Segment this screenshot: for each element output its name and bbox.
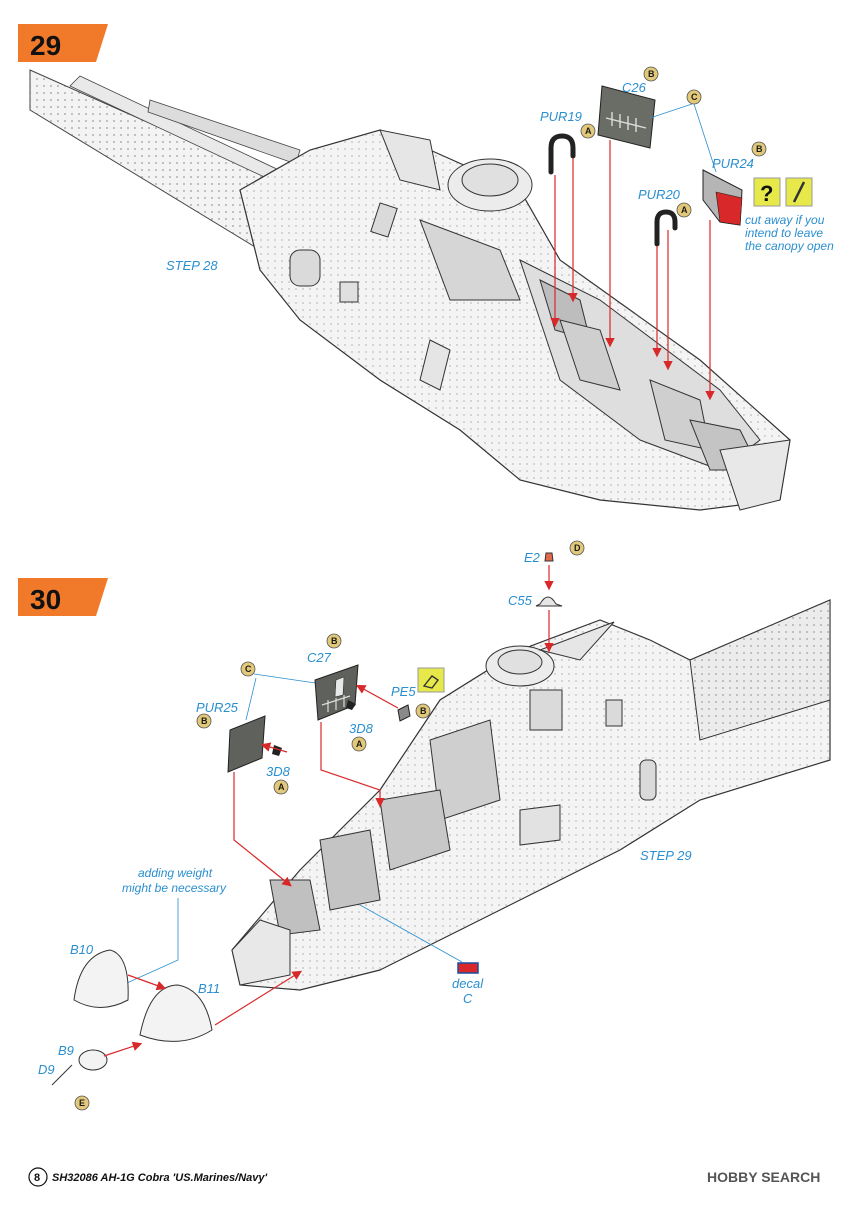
sprue-bubble-a-pur20: A xyxy=(676,202,692,218)
part-c26 xyxy=(597,85,656,149)
part-pur25 xyxy=(227,715,266,773)
decal-label-line-2: C xyxy=(463,991,473,1006)
pur20-label: PUR20 xyxy=(638,187,681,202)
step29-red-arrows xyxy=(550,140,715,401)
part-d9 xyxy=(51,1064,73,1086)
step29-ref-label: STEP 28 xyxy=(166,258,218,273)
step-30-badge: 30 xyxy=(18,578,108,616)
step29-fuselage xyxy=(239,129,791,511)
sprue-bubble-c-step30: C xyxy=(240,661,256,677)
svg-text:A: A xyxy=(278,782,285,792)
sprue-bubble-b-pe5: B xyxy=(415,703,431,719)
sprue-bubble-b-c26: B xyxy=(643,66,659,82)
part-c55 xyxy=(535,596,563,607)
part-e2 xyxy=(544,552,554,562)
b10-arrow xyxy=(127,974,167,991)
c55-label: C55 xyxy=(508,593,533,608)
svg-text:?: ? xyxy=(760,181,773,206)
svg-text:B: B xyxy=(648,69,655,79)
pe5-arrow xyxy=(355,684,399,709)
step-29-badge: 29 xyxy=(18,24,108,62)
watermark: HOBBY SEARCH xyxy=(707,1169,820,1185)
footer-title: SH32086 AH-1G Cobra 'US.Marines/Navy' xyxy=(52,1172,268,1184)
svg-text:B: B xyxy=(331,636,338,646)
footer: 8 SH32086 AH-1G Cobra 'US.Marines/Navy' … xyxy=(28,1167,820,1187)
sprue-bubble-b-pur25: B xyxy=(196,713,212,729)
b9-label: B9 xyxy=(58,1043,74,1058)
part-b9 xyxy=(78,1049,108,1071)
3d8-upper-label: 3D8 xyxy=(349,721,374,736)
pur25-link-line xyxy=(245,677,257,721)
part-3d8-upper xyxy=(346,700,356,710)
svg-text:A: A xyxy=(681,205,688,215)
sprue-bubble-e: E xyxy=(74,1095,90,1111)
cut-away-note-line-3: the canopy open xyxy=(745,239,834,253)
svg-text:B: B xyxy=(201,716,208,726)
b11-arrow xyxy=(214,970,303,1026)
b10-label: B10 xyxy=(70,942,94,957)
pur24-label: PUR24 xyxy=(712,156,754,171)
svg-text:C: C xyxy=(691,92,698,102)
sprue-bubble-b-pur24: B xyxy=(751,141,767,157)
part-pur24 xyxy=(702,169,743,226)
e2-label: E2 xyxy=(524,550,541,565)
sprue-bubble-b-c27: B xyxy=(326,633,342,649)
d9-label: D9 xyxy=(38,1062,55,1077)
step30-red-arrows xyxy=(233,722,385,887)
weight-note-line-2: might be necessary xyxy=(122,881,227,895)
sprue-bubble-c-step29: C xyxy=(686,89,702,105)
svg-text:A: A xyxy=(356,739,363,749)
page-number: 8 xyxy=(34,1172,40,1184)
pur19-label: PUR19 xyxy=(540,109,582,124)
c26-label: C26 xyxy=(622,80,647,95)
pur25-label: PUR25 xyxy=(196,700,239,715)
page-number-circle xyxy=(28,1167,48,1187)
cut-away-note-line-1: cut away if you xyxy=(745,213,825,227)
3d8-lower-label: 3D8 xyxy=(266,764,291,779)
svg-text:A: A xyxy=(585,126,592,136)
step-29-number: 29 xyxy=(30,30,61,61)
decal-link-line xyxy=(359,904,463,963)
b11-label: B11 xyxy=(198,981,220,996)
svg-text:B: B xyxy=(756,144,763,154)
decal-c-icon xyxy=(457,962,479,974)
c27-link-line xyxy=(253,673,323,685)
svg-text:C: C xyxy=(245,664,252,674)
pe5-label: PE5 xyxy=(391,684,416,699)
sprue-bubble-a-pur19: A xyxy=(580,123,596,139)
step29-tail-boom xyxy=(29,69,301,251)
step30-ref-label: STEP 29 xyxy=(640,848,692,863)
step30-fuselage xyxy=(231,599,831,991)
b9-arrow xyxy=(103,1041,143,1057)
svg-text:B: B xyxy=(420,706,427,716)
part-c27 xyxy=(314,664,359,721)
part-pe5 xyxy=(397,704,411,722)
part-pur19 xyxy=(548,133,576,175)
pe5-icon xyxy=(417,667,445,693)
c27-label: C27 xyxy=(307,650,332,665)
sprue-bubble-d-e2: D xyxy=(569,540,585,556)
pur24-link-line xyxy=(693,103,717,173)
svg-text:E: E xyxy=(79,1098,85,1108)
svg-text:D: D xyxy=(574,543,581,553)
weight-note-line-1: adding weight xyxy=(138,866,213,880)
part-b11 xyxy=(139,984,213,1042)
part-b10 xyxy=(73,949,129,1008)
step-30-number: 30 xyxy=(30,584,61,615)
sprue-bubble-a-3d8-upper: A xyxy=(351,736,367,752)
question-warning-icon: ? xyxy=(753,177,781,207)
sprue-bubble-a-3d8-lower: A xyxy=(273,779,289,795)
cut-away-note-line-2: intend to leave xyxy=(745,226,823,240)
decal-label-line-1: decal xyxy=(452,976,484,991)
cut-away-icon xyxy=(785,177,813,207)
part-pur20 xyxy=(654,209,678,247)
c26-link-line xyxy=(649,103,693,119)
